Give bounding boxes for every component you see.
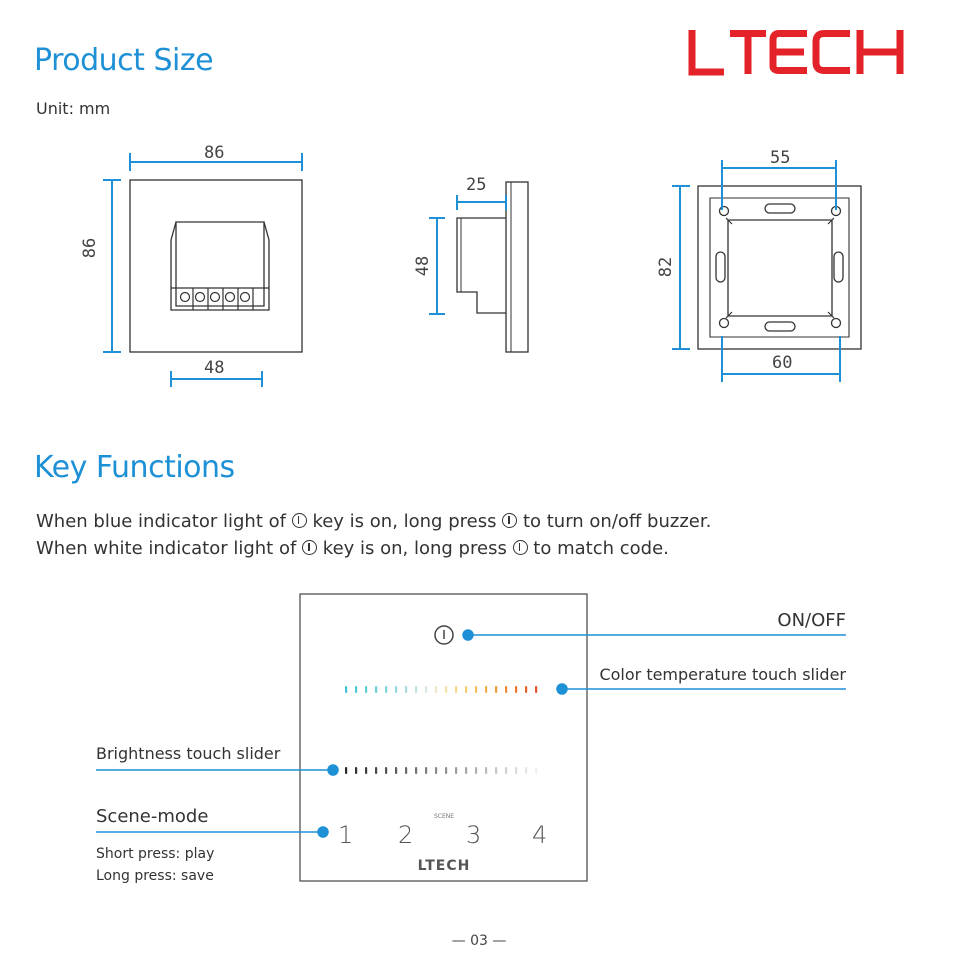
brightness-tick — [375, 767, 378, 774]
back-height-label: 82 — [656, 256, 677, 278]
brightness-tick — [385, 767, 388, 774]
brightness-tick — [525, 767, 528, 774]
panel-power-icon[interactable] — [434, 625, 454, 645]
unit-label: Unit: mm — [36, 99, 111, 118]
scene-label: SCENE — [434, 813, 454, 820]
line1-after: to turn on/off buzzer. — [522, 511, 712, 532]
dimension-drawings — [103, 153, 862, 387]
onoff-label: ON/OFF — [777, 610, 846, 631]
line2-before: When white indicator light of — [36, 538, 297, 559]
scene-button-4[interactable]: 4 — [532, 821, 547, 849]
back-hole-spacing-label: 55 — [770, 148, 791, 168]
key-functions-title: Key Functions — [34, 450, 235, 485]
back-view — [672, 160, 862, 382]
brightness-tick — [535, 767, 538, 774]
color-temp-tick — [525, 686, 528, 693]
panel-illustration: SCENE 1 2 3 4 LTECH — [96, 593, 846, 882]
color-temp-label: Color temperature touch slider — [599, 665, 846, 684]
power-icon — [291, 513, 307, 528]
color-temp-tick — [495, 686, 498, 693]
line1-middle: key is on, long press — [312, 511, 497, 532]
brightness-tick — [435, 767, 438, 774]
color-temp-tick — [355, 686, 358, 693]
scene-button-1[interactable]: 1 — [338, 821, 353, 849]
scene-mode-label: Scene-mode — [96, 806, 209, 827]
long-press-label: Long press: save — [96, 868, 214, 884]
front-box-width-label: 48 — [204, 358, 225, 378]
color-temp-tick — [535, 686, 538, 693]
color-temp-tick — [465, 686, 468, 693]
callout-lines — [96, 629, 846, 838]
scene-button-2[interactable]: 2 — [398, 821, 413, 849]
short-press-label: Short press: play — [96, 846, 215, 862]
panel-logo: LTECH — [418, 858, 471, 874]
panel-outline — [299, 593, 588, 882]
front-width-label: 86 — [204, 143, 225, 163]
brightness-tick — [455, 767, 458, 774]
color-temp-tick — [485, 686, 488, 693]
brightness-tick — [395, 767, 398, 774]
scene-numbers: 1 2 3 4 — [338, 821, 547, 849]
power-icon — [302, 540, 318, 555]
brightness-tick — [485, 767, 488, 774]
color-temp-tick — [475, 686, 478, 693]
product-size-title: Product Size — [34, 43, 214, 78]
brightness-tick — [465, 767, 468, 774]
color-temp-tick — [445, 686, 448, 693]
brightness-tick — [405, 767, 408, 774]
power-icon — [512, 540, 528, 555]
page-number: — 03 — — [451, 933, 507, 949]
brightness-tick — [355, 767, 358, 774]
brightness-tick — [445, 767, 448, 774]
brightness-label: Brightness touch slider — [96, 744, 281, 763]
front-view — [103, 153, 303, 387]
color-temperature-slider[interactable] — [345, 686, 538, 693]
color-temp-tick — [405, 686, 408, 693]
color-temp-tick — [385, 686, 388, 693]
side-box-height-label: 48 — [413, 255, 434, 277]
side-view — [429, 181, 529, 353]
line1-before: When blue indicator light of — [36, 511, 286, 532]
key-functions-line-1: When blue indicator light of key is on, … — [36, 508, 711, 535]
color-temp-tick — [415, 686, 418, 693]
color-temp-tick — [435, 686, 438, 693]
color-temp-tick — [395, 686, 398, 693]
scene-button-3[interactable]: 3 — [466, 821, 481, 849]
brightness-tick — [345, 767, 348, 774]
power-icon — [502, 513, 518, 528]
color-temp-tick — [365, 686, 368, 693]
brightness-tick — [515, 767, 518, 774]
key-functions-line-2: When white indicator light of key is on,… — [36, 535, 669, 562]
brightness-tick — [495, 767, 498, 774]
color-temp-tick — [375, 686, 378, 693]
ltech-logo-graphic — [688, 30, 904, 76]
brightness-tick — [505, 767, 508, 774]
brightness-tick — [365, 767, 368, 774]
color-temp-tick — [505, 686, 508, 693]
line2-middle: key is on, long press — [322, 538, 507, 559]
brightness-tick — [425, 767, 428, 774]
brightness-tick — [475, 767, 478, 774]
color-temp-tick — [455, 686, 458, 693]
brightness-tick — [415, 767, 418, 774]
front-height-label: 86 — [80, 237, 101, 259]
side-depth-label: 25 — [466, 175, 487, 195]
color-temp-tick — [425, 686, 428, 693]
brightness-slider[interactable] — [345, 767, 538, 774]
line2-after: to match code. — [533, 538, 669, 559]
ltech-logo — [686, 26, 910, 91]
back-box-width-label: 60 — [772, 353, 793, 373]
color-temp-tick — [345, 686, 348, 693]
color-temp-tick — [515, 686, 518, 693]
